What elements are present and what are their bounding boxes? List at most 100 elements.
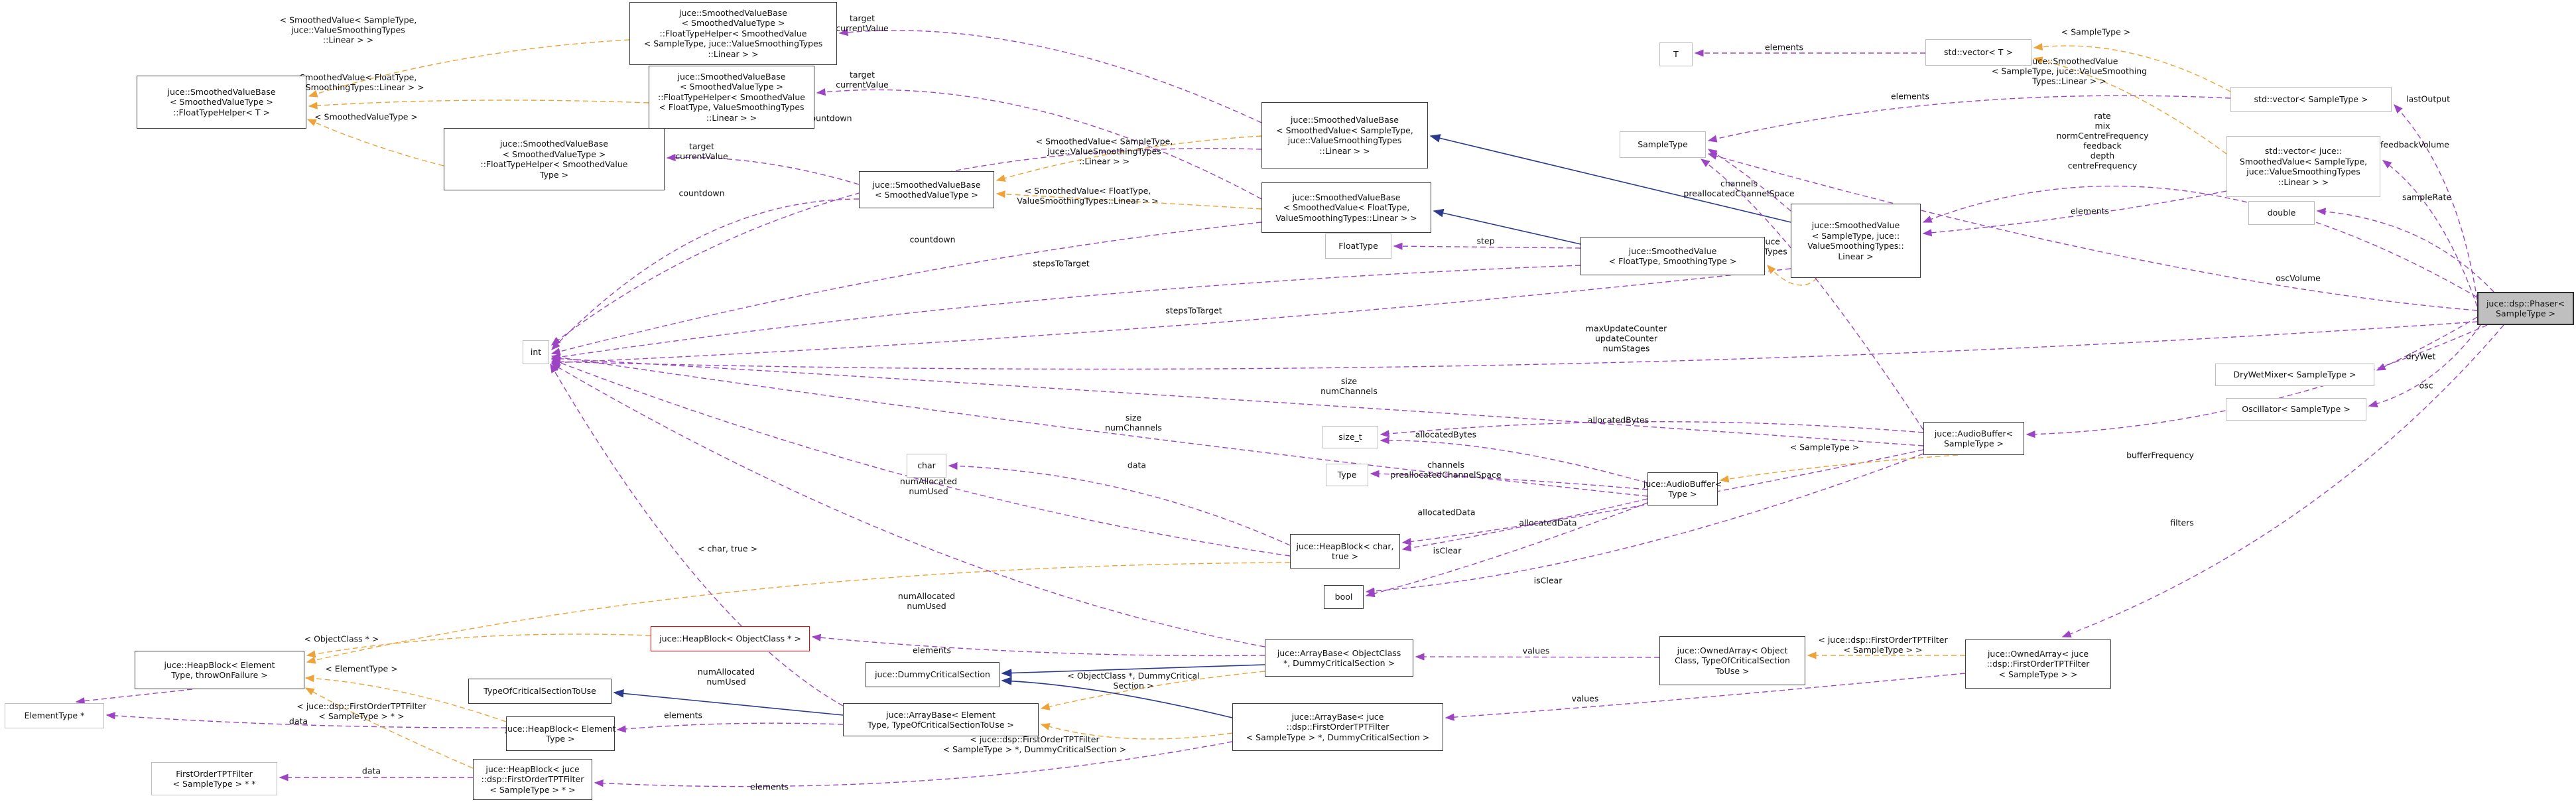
edge-label: elements [1764, 42, 1804, 52]
node-ownedarray-filter[interactable]: juce::OwnedArray< juce::dsp::FirstOrderT… [1965, 639, 2111, 689]
edge-member-32 [550, 321, 2478, 370]
edge-inherit-54 [1001, 677, 1233, 718]
node-audiobuffer-sampletype[interactable]: juce::AudioBuffer<SampleType > [1923, 422, 2024, 455]
edge-label: allocatedData [1417, 507, 1476, 517]
node-heapblock-char[interactable]: juce::HeapBlock< char,true > [1290, 534, 1400, 569]
edge-member-7 [551, 198, 860, 351]
node-t-line: T [1673, 49, 1679, 60]
node-vector-smoothedvalue-line: std::vector< juce:: [2264, 146, 2343, 156]
edge-label: lastOutput [2406, 94, 2450, 104]
node-smoothedvalue-sample[interactable]: juce::SmoothedValue< SampleType, juce::V… [1791, 204, 1921, 278]
edge-label: stepsToTarget [1033, 258, 1090, 269]
edge-member-6 [666, 153, 860, 185]
node-svb-svtype[interactable]: juce::SmoothedValueBase< SmoothedValueTy… [859, 171, 994, 208]
edge-label: isClear [1433, 545, 1462, 556]
edge-member-31 [2061, 324, 2504, 637]
node-oscillator-line: Oscillator< SampleType > [2242, 404, 2351, 415]
edge-label: rate mix normCentreFrequency feedback de… [2056, 111, 2149, 170]
node-svb-sample-linear[interactable]: juce::SmoothedValueBase< SmoothedValue< … [1261, 102, 1428, 168]
edge-label: target currentValue [675, 141, 728, 161]
node-audiobuffer-type-line: juce::AudioBuffer< [1643, 478, 1722, 489]
edge-label: sampleRate [2402, 192, 2452, 202]
edge-member-42 [1401, 498, 1648, 552]
edge-template-20 [2033, 56, 2227, 155]
edge-member-27 [1707, 153, 2478, 311]
edge-label: data [289, 716, 308, 726]
node-arraybase-objectclass[interactable]: juce::ArrayBase< ObjectClass*, DummyCrit… [1265, 639, 1413, 677]
edge-label: size numChannels [1320, 376, 1378, 396]
node-heapblock-objectclass[interactable]: juce::HeapBlock< ObjectClass * > [651, 626, 810, 651]
edge-label: dryWet [2406, 351, 2436, 362]
node-smoothedvalue-float-line: < FloatType, SmoothingType > [1608, 256, 1737, 266]
node-svb-fth-float-line: < FloatType, ValueSmoothingTypes [659, 102, 805, 113]
node-svb-fth-float[interactable]: juce::SmoothedValueBase< SmoothedValueTy… [649, 66, 814, 129]
edge-template-1 [308, 100, 649, 109]
node-dummycriticalsection[interactable]: juce::DummyCriticalSection [866, 662, 999, 687]
node-heapblock-elementtype-line: Type > [546, 734, 575, 744]
node-svb-fth-sample-line: < SmoothedValueType > [681, 18, 785, 29]
edge-member-61 [105, 712, 507, 728]
node-heapblock-objectclass-line: juce::HeapBlock< ObjectClass * > [659, 634, 801, 644]
edge-template-38 [1719, 454, 1959, 483]
node-oscillator: Oscillator< SampleType > [2226, 398, 2366, 421]
node-audiobuffer-type[interactable]: juce::AudioBuffer<Type > [1643, 472, 1722, 505]
edge-member-24 [2382, 160, 2478, 307]
edge-member-43 [1365, 502, 1648, 598]
edge-label: < juce::SmoothedValue < SampleType, juce… [1991, 56, 2148, 86]
edge-inherit-56 [613, 689, 844, 716]
edge-member-40 [1370, 470, 1648, 490]
edge-label: < SampleType > [1789, 442, 1860, 452]
edge-template-16 [1767, 264, 1818, 286]
node-heapblock-filter-line: < SampleType > * > [489, 784, 576, 795]
node-firstordertptfilter-ptrptr: FirstOrderTPTFilter< SampleType > * * [151, 762, 277, 795]
node-heapblock-elementtype-line: juce::HeapBlock< Element [505, 723, 616, 734]
node-bool[interactable]: bool [1324, 585, 1364, 609]
node-smoothedvalue-sample-line: Linear > [1838, 251, 1874, 261]
node-svb-svtype-line: < SmoothedValueType > [875, 190, 978, 200]
node-arraybase-filter[interactable]: juce::ArrayBase< juce::dsp::FirstOrderTP… [1232, 703, 1443, 751]
node-size-t-line: size_t [1338, 432, 1362, 442]
edge-label: < SmoothedValue< FloatType, ValueSmoothi… [1017, 186, 1159, 206]
node-svb-float-linear-line: < SmoothedValue< FloatType, [1283, 202, 1410, 213]
edge-label: target currentValue [836, 13, 889, 33]
node-svb-fth-svtype[interactable]: juce::SmoothedValueBase< SmoothedValueTy… [444, 128, 665, 190]
edge-label: < ObjectClass *, DummyCritical Section > [1067, 671, 1200, 691]
node-bool-line: bool [1334, 592, 1353, 602]
node-char: char [907, 454, 946, 478]
node-typeofcriticalsectiontouse[interactable]: TypeOfCriticalSectionToUse [468, 679, 612, 704]
node-int: int [523, 340, 549, 364]
node-int-line: int [530, 347, 542, 358]
node-heapblock-filter-line: ::dsp::FirstOrderTPTFilter [481, 774, 584, 785]
edge-member-3 [838, 29, 1262, 123]
edge-member-39 [1380, 436, 1648, 484]
edge-label: data [361, 766, 381, 776]
node-arraybase-objectclass-line: *, DummyCriticalSection > [1283, 658, 1395, 668]
node-svb-float-linear-line: juce::SmoothedValueBase [1292, 192, 1401, 202]
node-svb-fth-sample[interactable]: juce::SmoothedValueBase< SmoothedValueTy… [629, 2, 837, 65]
node-phaser[interactable]: juce::dsp::Phaser<SampleType > [2477, 292, 2574, 325]
node-smoothedvalue-sample-line: ValueSmoothingTypes:: [1807, 241, 1904, 251]
node-audiobuffer-type-line: Type > [1668, 489, 1697, 499]
edge-inherit-49 [1001, 664, 1265, 677]
node-arraybase-filter-line: < SampleType > *, DummyCriticalSection > [1246, 732, 1430, 742]
node-typeofcriticalsectiontouse-line: TypeOfCriticalSectionToUse [483, 686, 596, 697]
node-size-t: size_t [1322, 426, 1378, 448]
node-ownedarray-filter-line: ::dsp::FirstOrderTPTFilter [1986, 659, 2090, 669]
edge-label: values [1571, 693, 1599, 704]
edge-label: oscVolume [2276, 273, 2321, 283]
node-svb-fth-sample-line: < SampleType, juce::ValueSmoothingTypes [643, 38, 823, 49]
node-svb-fth-t[interactable]: juce::SmoothedValueBase< SmoothedValueTy… [137, 76, 306, 129]
node-heapblock-char-line: true > [1331, 551, 1359, 561]
node-sampletype: SampleType [1620, 131, 1706, 158]
node-svb-float-linear[interactable]: juce::SmoothedValueBase< SmoothedValue< … [1261, 182, 1431, 233]
edge-template-55 [1040, 723, 1233, 740]
edge-label: isClear [1533, 575, 1563, 586]
node-smoothedvalue-float[interactable]: juce::SmoothedValue< FloatType, Smoothin… [1580, 237, 1765, 275]
edge-member-13 [550, 268, 1791, 367]
node-heapblock-elementtype-throw-line: juce::HeapBlock< Element [164, 659, 275, 670]
node-heapblock-filter[interactable]: juce::HeapBlock< juce::dsp::FirstOrderTP… [473, 759, 592, 800]
